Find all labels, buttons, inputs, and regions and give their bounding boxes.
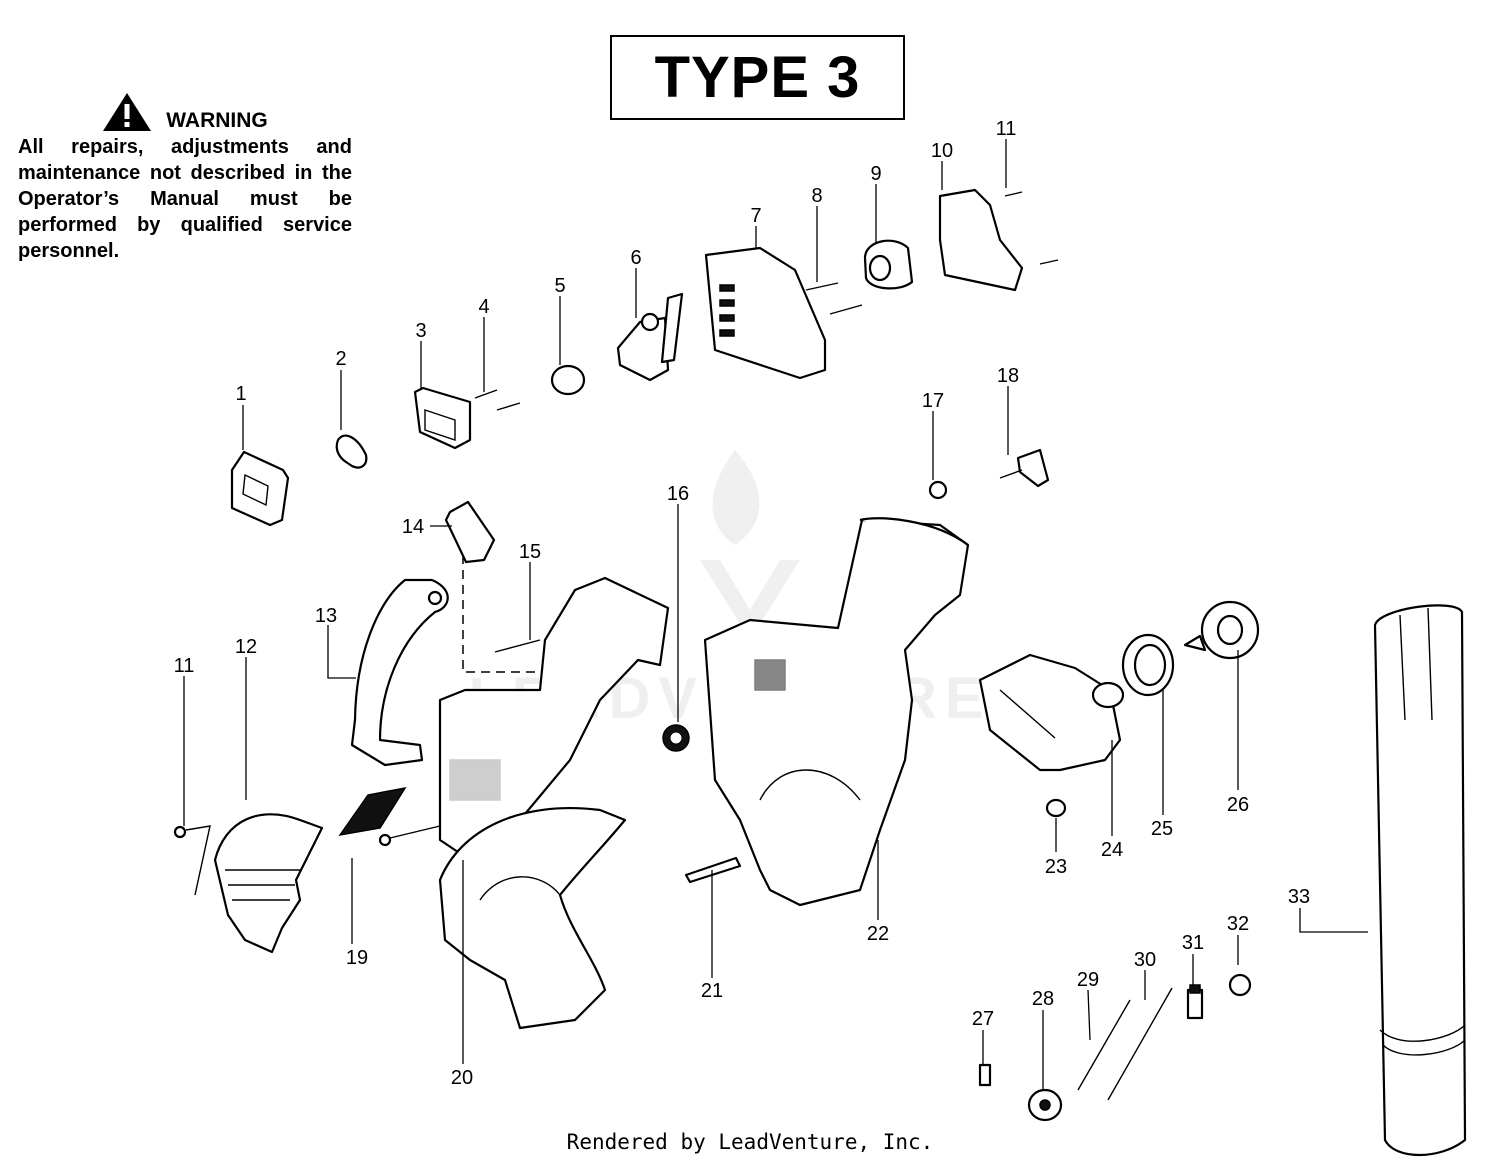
part-33-tube (1373, 604, 1467, 1157)
type-title: TYPE 3 (654, 45, 861, 110)
part-3-block (413, 386, 472, 450)
part-15-screw (494, 639, 541, 653)
callout-22: 22 (867, 923, 889, 945)
part-12-guard (213, 813, 324, 954)
warning-header: WARNING (18, 92, 352, 132)
callout-5: 5 (554, 275, 565, 297)
dashed-leader-14 (462, 555, 535, 673)
part-21-pin (684, 856, 742, 884)
callout-28: 28 (1032, 988, 1054, 1010)
part-5-ring (550, 364, 586, 396)
part-1-gasket (230, 450, 290, 527)
callout-3: 3 (415, 320, 426, 342)
part-22-housing (703, 517, 970, 907)
callout-20: 20 (451, 1067, 473, 1089)
callout-9: 9 (870, 163, 881, 185)
part-29-fuel-line (1077, 999, 1131, 1091)
callout-33: 33 (1288, 886, 1310, 908)
part-18-knob (999, 448, 1050, 488)
part-11-screws-top (1004, 191, 1059, 265)
callout-27: 27 (972, 1008, 994, 1030)
callout-numbers: 1 2 3 4 5 6 7 8 9 10 11 18 17 16 15 14 1… (174, 118, 1311, 1089)
part-screw-lower (378, 825, 441, 847)
part-11-screw-left (173, 825, 211, 896)
part-20-housing (438, 576, 670, 1030)
callout-8: 8 (811, 185, 822, 207)
part-25-washer (1121, 633, 1175, 697)
part-7-plate (704, 246, 827, 380)
callout-31: 31 (1182, 932, 1204, 954)
part-9-spacer (863, 239, 914, 290)
callout-21: 21 (701, 980, 723, 1002)
callout-23: 23 (1045, 856, 1067, 878)
type-title-box: TYPE 3 (610, 35, 905, 120)
part-17-nut (928, 480, 948, 500)
part-8-screws (805, 282, 863, 315)
callout-1: 1 (235, 383, 246, 405)
warning-text: All repairs, adjustments and maintenance… (18, 136, 352, 262)
part-28-grommet (1027, 1088, 1063, 1122)
callout-11-left: 11 (174, 655, 195, 677)
leader-lines (183, 139, 1368, 1090)
part-13-handle (350, 578, 449, 767)
callout-17: 17 (922, 390, 944, 412)
callout-32: 32 (1227, 913, 1249, 935)
warning-triangle-icon (103, 93, 152, 131)
part-26-fan (1183, 600, 1260, 660)
callout-12: 12 (235, 636, 257, 658)
part-27-fitting (978, 1063, 992, 1087)
callout-24: 24 (1101, 839, 1123, 861)
part-2-clip (335, 434, 368, 469)
callout-6: 6 (630, 247, 641, 269)
callout-26: 26 (1227, 794, 1249, 816)
part-16-gear (662, 724, 690, 752)
part-23-bushing (1045, 798, 1067, 818)
callout-7: 7 (750, 205, 761, 227)
callout-2: 2 (335, 348, 346, 370)
callout-4: 4 (478, 296, 489, 318)
part-30-fuel-line (1107, 987, 1173, 1101)
part-6-carburetor (616, 292, 684, 382)
callout-29: 29 (1077, 969, 1099, 991)
callout-18: 18 (997, 365, 1019, 387)
footer-credit: Rendered by LeadVenture, Inc. (566, 1130, 934, 1154)
part-10-cover (938, 188, 1024, 292)
callout-14: 14 (402, 516, 424, 538)
callout-30: 30 (1134, 949, 1156, 971)
part-32-cap (1228, 973, 1252, 997)
callout-10: 10 (931, 140, 953, 162)
part-14-foam (444, 500, 496, 564)
callout-13: 13 (315, 605, 337, 627)
callout-15: 15 (519, 541, 541, 563)
warning-notice: WARNING All repairs, adjustments and mai… (18, 92, 352, 264)
part-4-screws (474, 389, 521, 411)
callout-25: 25 (1151, 818, 1173, 840)
part-31-filter (1186, 984, 1204, 1020)
callout-11-top: 11 (996, 118, 1017, 140)
callout-19: 19 (346, 947, 368, 969)
part-24-fan-housing (978, 653, 1125, 772)
callout-16: 16 (667, 483, 689, 505)
warning-heading: WARNING (166, 109, 268, 132)
part-19-foil (338, 786, 407, 837)
